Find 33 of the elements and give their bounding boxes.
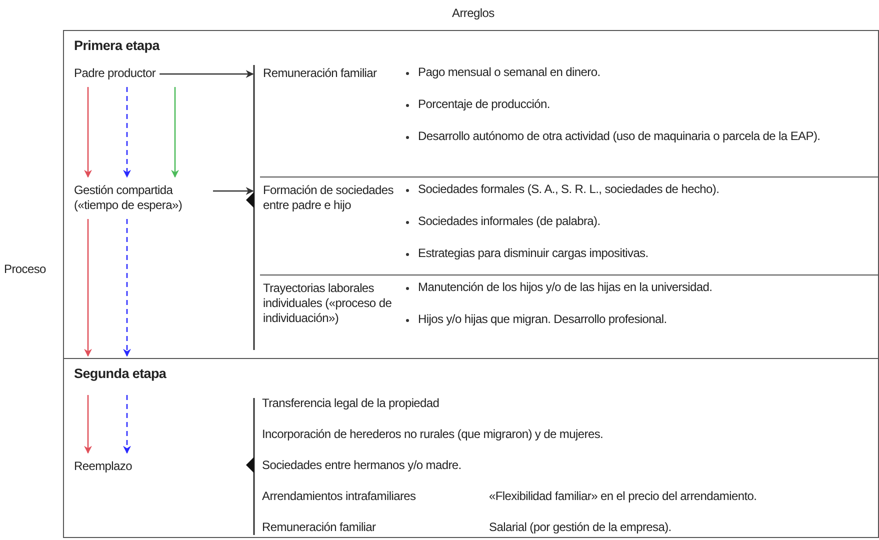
stage-label: Reemplazo: [74, 459, 132, 474]
section-heading: Primera etapa: [74, 38, 160, 53]
arrangement-item: Remuneración familiar: [262, 520, 377, 535]
row-heading: Proceso: [4, 262, 46, 277]
arrangement-item: «Flexibilidad familiar» en el precio del arrendamiento.: [489, 489, 758, 504]
bullet-item: Pago mensual o semanal en dinero.: [405, 65, 875, 80]
arrangement-label: Remuneración familiar: [255, 66, 377, 81]
arrangement-item: Transferencia legal de la propiedad: [262, 396, 440, 411]
column-heading: Arreglos: [452, 6, 494, 21]
bullet-item: Sociedades formales (S. A., S. R. L., sociedades de hecho).: [405, 182, 875, 197]
bullet-item: Desarrollo autónomo de otra actividad (uso de maquinaria o parcela de la EAP).: [405, 129, 875, 144]
arrangement-item: Salarial (por gestión de la empresa).: [489, 520, 672, 535]
arrangement-item: Arrendamientos intrafamiliares: [262, 489, 417, 504]
arrangement-item: Sociedades entre hermanos y/o madre.: [262, 458, 462, 473]
arrow: [84, 219, 92, 357]
section-panel: [63, 30, 879, 358]
arrangement-item: Incorporación de herederos no rurales (que migraron) y de mujeres.: [262, 427, 604, 442]
arrow: [171, 87, 179, 178]
section-heading: Segunda etapa: [74, 366, 166, 381]
arrow: [123, 395, 131, 454]
bullet-item: Estrategias para disminuir cargas impositivas.: [405, 246, 875, 261]
arrow: [84, 87, 92, 178]
arrow: [213, 187, 254, 195]
section-panel: [63, 358, 879, 538]
arrow: [123, 87, 131, 178]
stage-label: Gestión compartida («tiempo de espera»): [74, 183, 209, 213]
arrow: [84, 395, 92, 454]
arrow: [123, 219, 131, 357]
stage-label: Padre productor: [74, 66, 156, 81]
arrow: [160, 70, 254, 78]
arrangement-label: Formación de sociedades entre padre e hijo: [255, 183, 403, 213]
bullet-item: Porcentaje de producción.: [405, 97, 875, 112]
bullet-item: Sociedades informales (de palabra).: [405, 214, 875, 229]
